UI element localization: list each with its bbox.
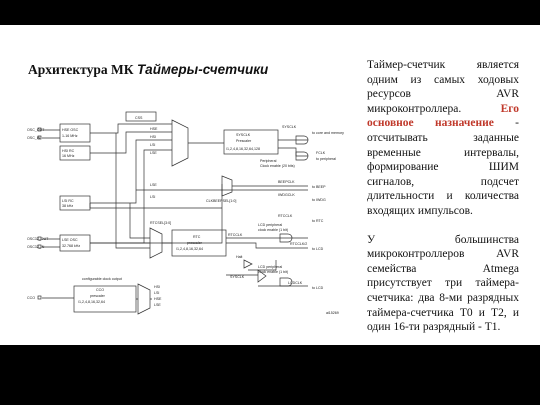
hse-osc-block — [59, 123, 91, 143]
hsi-label: HSI RC — [62, 149, 75, 153]
sysclk-out-label: SYSCLK — [282, 125, 297, 129]
rtcsel-label: RTCSEL[3:0] — [150, 221, 171, 225]
mux-in-lse: LSE — [150, 151, 157, 155]
clock-tree-diagram: OSC_OUT OSC_IN OSC32_OUT OSC32_IN CCO HS… — [26, 110, 350, 318]
sysclk-mux — [171, 119, 189, 167]
pin-label-osc32-out: OSC32_OUT — [27, 237, 49, 241]
lcd-mux — [257, 269, 267, 283]
rtc-block-div: /1,2,4,8,16,32,64 — [176, 247, 203, 251]
paragraph-1-rest: - отсчитывать заданные временные интерва… — [367, 117, 519, 217]
periph-enable-label-2: Clock enable (20 bits) — [260, 164, 295, 168]
sysclk2-label: SYSCLK — [230, 275, 245, 279]
css-label: CSS — [135, 116, 143, 120]
slide-title: Архитектура МК Таймеры-счетчики — [28, 62, 268, 78]
lcd-clk-label-1: LCD peripheral — [258, 223, 282, 227]
sysclk-block-div: /1,2,4,8,16,32,64,128 — [226, 147, 260, 151]
cco-block-div: /1,2,4,8,16,32,64 — [78, 300, 105, 304]
to-periph-label: to peripheral — [316, 157, 336, 161]
paragraph-1: Таймер-счетчик является одним из самых х… — [367, 58, 519, 219]
description-text: Таймер-счетчик является одним из самых х… — [367, 58, 519, 335]
pin-osc32-out — [37, 236, 42, 241]
lcd-clk2-label-2: clock enable (1 bit) — [258, 270, 288, 274]
rtcclk2-label: RTCCLK — [228, 233, 243, 237]
lcdclk-label: LCDCLK — [288, 281, 303, 285]
mux-in-hsi: HSI — [150, 135, 156, 139]
lsi-freq: 38 kHz — [62, 204, 73, 208]
top-black-bar — [0, 0, 540, 25]
clkbeepsel-label: CLKBEEPSEL[1:0] — [206, 199, 236, 203]
hsi-freq: 16 MHz — [62, 154, 75, 158]
pin-cco — [37, 295, 42, 300]
rtcclk-label: RTCCLK — [278, 214, 293, 218]
pin-label-osc-out: OSC_OUT — [27, 128, 45, 132]
halt-label: Halt — [236, 255, 242, 259]
lcd-clk2-label-1: LCD peripheral — [258, 265, 282, 269]
paragraph-1-highlight: Его основное назначение — [367, 102, 519, 130]
lcd-gate-2 — [279, 277, 293, 287]
to-lcd-label-2: to LCD — [312, 286, 324, 290]
cco-in-hsi: HSI — [154, 285, 160, 289]
pin-label-osc-in: OSC_IN — [27, 136, 41, 140]
sysclk-gate — [295, 135, 309, 145]
pin-osc32-in — [37, 244, 42, 249]
fclk-label: FCLK — [316, 151, 326, 155]
to-iwdg-label: to IWDG — [312, 198, 326, 202]
cco-in-lsi: LSI — [154, 291, 159, 295]
hse-label: HSE OSC — [62, 128, 79, 132]
to-core-label: to core and memory — [312, 131, 344, 135]
mux-in-hse: HSE — [150, 127, 158, 131]
hse-freq: 1-16 MHz — [62, 134, 78, 138]
beepclk-label: BEEPCLK — [278, 180, 295, 184]
to-rtc-label: to RTC — [312, 219, 324, 223]
paragraph-2: У большинства микроконтроллеров AVR семе… — [367, 233, 519, 334]
lsi-wire-label: LSI — [150, 195, 155, 199]
figure-ref: ai15269 — [326, 311, 339, 315]
pin-label-osc32-in: OSC32_IN — [27, 245, 45, 249]
pin-osc-out — [37, 127, 42, 132]
pin-osc-in — [37, 135, 42, 140]
rtc-block-label: RTC — [193, 235, 201, 239]
to-lcd-label-1: to LCD — [312, 247, 324, 251]
sysclk-prescaler-block — [223, 129, 279, 155]
cco-block-prescaler: prescaler — [90, 294, 106, 298]
halt-buffer — [243, 259, 253, 269]
css-box — [125, 111, 157, 122]
bottom-black-bar — [0, 345, 540, 405]
cco-in-hse: HSE — [154, 297, 162, 301]
lse-label: LSE OSC — [62, 238, 78, 242]
rtc-block-prescaler: prescaler — [187, 241, 203, 245]
sysclk-block-label: SYSCLK — [236, 133, 251, 137]
beep-mux — [221, 175, 233, 197]
title-main: Архитектура МК — [28, 62, 134, 77]
sysclk-block-prescaler: Prescaler — [236, 139, 252, 143]
mux-in-lsi: LSI — [150, 143, 155, 147]
lse-freq: 32.768 kHz — [62, 244, 80, 248]
cco-mux — [137, 283, 151, 315]
lcd-clk-label-2: clock enable (1 bit) — [258, 228, 288, 232]
paragraph-1-intro: Таймер-счетчик является одним из самых х… — [367, 59, 519, 115]
rtcclk-div2-label: RTCCLK/2 — [290, 242, 307, 246]
cco-prescaler-block — [73, 285, 137, 313]
title-sub: Таймеры-счетчики — [136, 62, 269, 77]
pin-label-cco: CCO — [27, 296, 35, 300]
lsi-label: LSI RC — [62, 199, 74, 203]
cco-in-lse: LSE — [154, 303, 161, 307]
clock-tree-svg: OSC_OUT OSC_IN OSC32_OUT OSC32_IN CCO HS… — [27, 111, 344, 315]
lse-wire-label: LSE — [150, 183, 157, 187]
cco-src-label: configurable clock output — [82, 277, 122, 281]
cco-block-label: CCO — [96, 288, 104, 292]
iwdgclk-label: IWDGCLK — [278, 193, 295, 197]
fclk-gate — [295, 151, 309, 161]
lcd-gate-1 — [279, 233, 293, 243]
to-beep-label: to BEEP — [312, 185, 326, 189]
periph-enable-label-1: Peripheral — [260, 159, 277, 163]
